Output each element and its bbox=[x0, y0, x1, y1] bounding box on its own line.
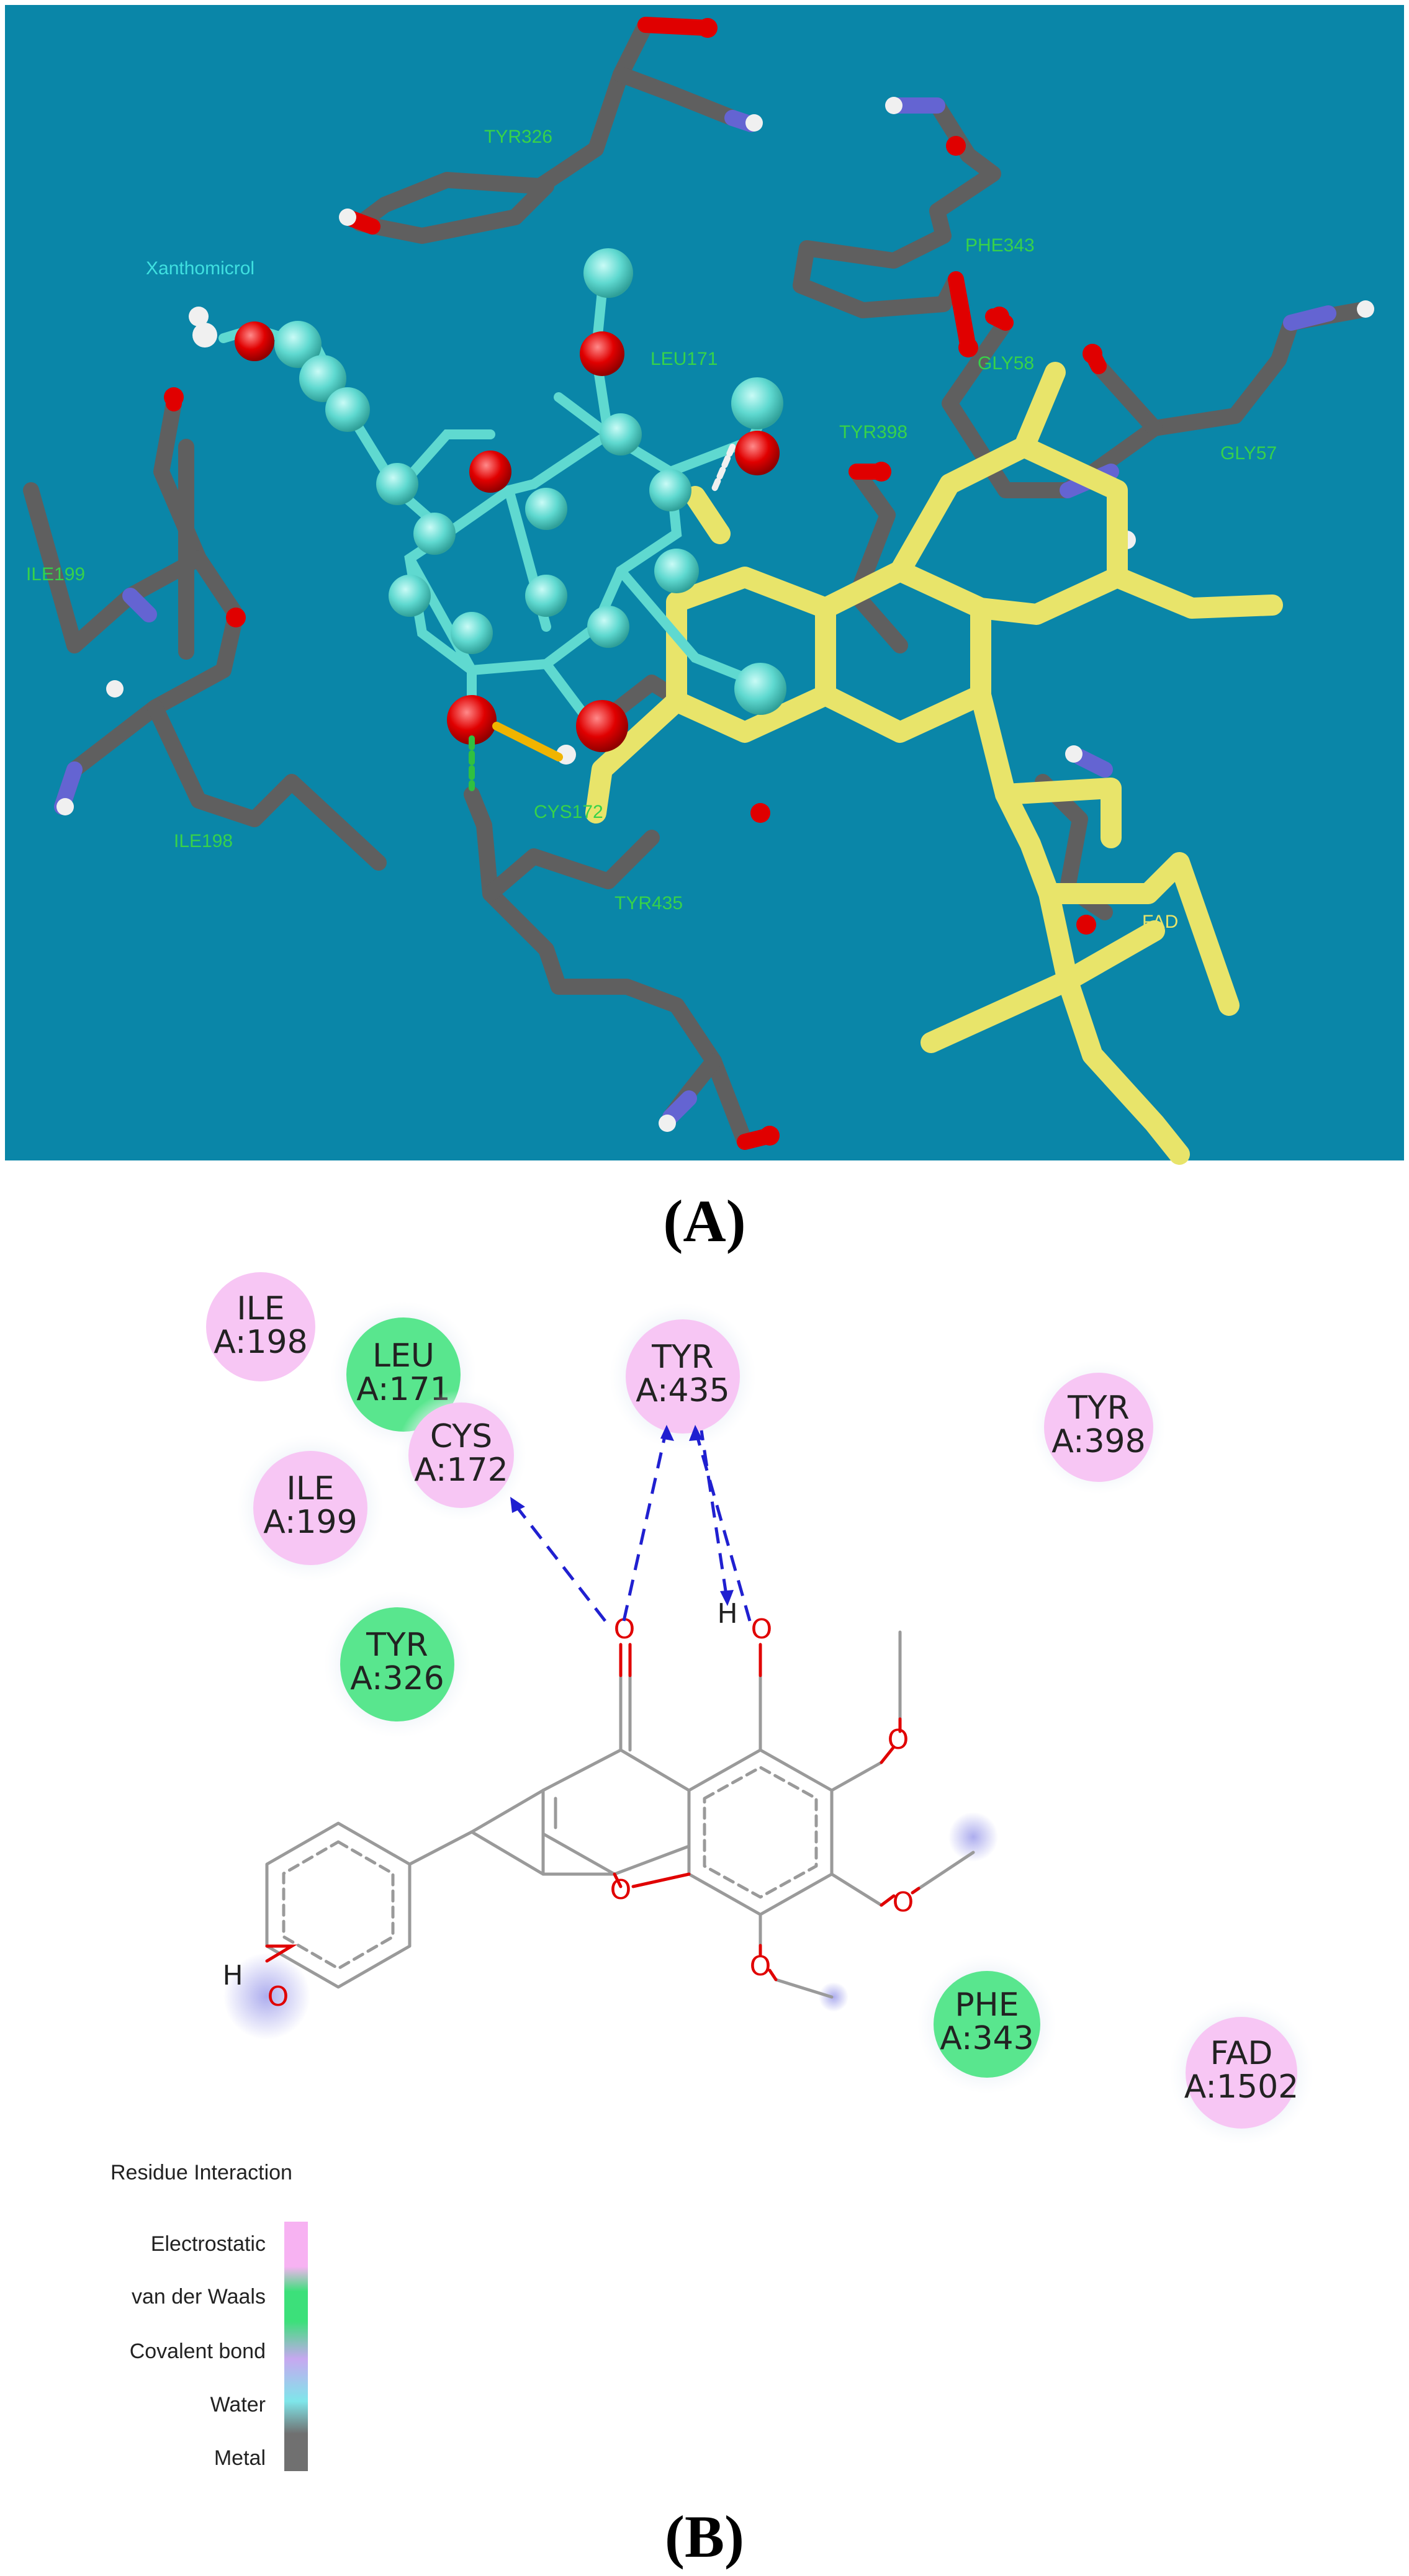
svg-text:TYR: TYR bbox=[651, 1339, 714, 1376]
glow-oh bbox=[223, 1953, 310, 2040]
label-cys172: CYS172 bbox=[534, 802, 603, 822]
label-phe343: PHE343 bbox=[965, 235, 1035, 256]
hbond-arrowheads-2d bbox=[510, 1425, 734, 1606]
oxygen-bonds-2d bbox=[265, 1643, 921, 1981]
legend-item-water: Water bbox=[210, 2393, 266, 2417]
label-tyr326: TYR326 bbox=[484, 127, 552, 147]
label-xanthomicrol: Xanthomicrol bbox=[146, 258, 254, 279]
label-tyr398: TYR398 bbox=[839, 422, 907, 442]
residue-phe-343: PHE A:343 bbox=[917, 1955, 1056, 2094]
atom-h-phenol: H bbox=[222, 1960, 243, 1991]
label-ile198: ILE198 bbox=[174, 831, 233, 851]
atom-o-phenol: O bbox=[268, 1981, 289, 2013]
glow-methyl-2 bbox=[819, 1982, 849, 2012]
label-tyr435: TYR435 bbox=[614, 893, 683, 913]
svg-text:A:343: A:343 bbox=[940, 2020, 1033, 2057]
label-leu171: LEU171 bbox=[650, 349, 718, 369]
fad-sticks bbox=[585, 362, 1283, 1165]
svg-text:A:198: A:198 bbox=[214, 1324, 307, 1361]
residue-oxygen-caps bbox=[164, 18, 1102, 1146]
legend-item-covalent: Covalent bond bbox=[130, 2340, 266, 2363]
svg-text:A:398: A:398 bbox=[1051, 1423, 1145, 1460]
legend-title: Residue Interaction bbox=[110, 2161, 292, 2184]
legend-colorbar bbox=[284, 2222, 308, 2471]
label-ile199: ILE199 bbox=[26, 564, 85, 585]
panel-a-3d-view: Xanthomicrol TYR326 PHE343 LEU171 TYR398… bbox=[5, 5, 1404, 1165]
panel-b-caption: (B) bbox=[665, 2503, 744, 2570]
legend: Residue Interaction Electrostatic van de… bbox=[110, 2161, 308, 2471]
atom-o-ring: O bbox=[610, 1874, 632, 1906]
svg-text:A:435: A:435 bbox=[636, 1372, 729, 1409]
residue-labels-3d: Xanthomicrol TYR326 PHE343 LEU171 TYR398… bbox=[26, 127, 1277, 932]
hbond-3d bbox=[469, 444, 736, 791]
residue-ile-199: ILE A:199 bbox=[237, 1435, 384, 1581]
svg-text:A:326: A:326 bbox=[350, 1660, 444, 1697]
residue-tyr-435: TYR A:435 bbox=[610, 1303, 756, 1450]
label-fad: FAD bbox=[1142, 912, 1178, 932]
atom-o-7-methoxy: O bbox=[893, 1887, 914, 1918]
svg-text:A:172: A:172 bbox=[414, 1452, 508, 1489]
residue-ile-198: ILE A:198 bbox=[206, 1272, 315, 1381]
glow-methyl-1 bbox=[948, 1812, 998, 1862]
svg-text:TYR: TYR bbox=[366, 1627, 428, 1664]
legend-item-vdw: van der Waals bbox=[132, 2285, 266, 2309]
residue-cys-172: CYS A:172 bbox=[396, 1390, 526, 1520]
residue-tyr-326: TYR A:326 bbox=[324, 1591, 470, 1738]
svg-text:CYS: CYS bbox=[430, 1418, 492, 1455]
panel-b-2d-diagram: ILE A:198 LEU A:171 TYR A:435 TYR A:398 … bbox=[110, 1272, 1313, 2471]
svg-text:A:199: A:199 bbox=[263, 1504, 357, 1541]
svg-text:ILE: ILE bbox=[286, 1470, 334, 1507]
svg-text:ILE: ILE bbox=[236, 1290, 284, 1327]
ligand-skeleton-2d bbox=[265, 1630, 975, 1999]
legend-item-metal: Metal bbox=[214, 2446, 266, 2470]
legend-item-electrostatic: Electrostatic bbox=[151, 2232, 266, 2256]
svg-text:TYR: TYR bbox=[1067, 1389, 1130, 1427]
atom-o-6-methoxy: O bbox=[888, 1724, 909, 1756]
residue-tyr-398: TYR A:398 bbox=[1032, 1360, 1166, 1494]
label-gly57: GLY57 bbox=[1220, 443, 1277, 464]
svg-text:PHE: PHE bbox=[955, 1986, 1019, 2024]
svg-text:LEU: LEU bbox=[372, 1337, 434, 1375]
atom-o-8-methoxy: O bbox=[750, 1950, 772, 1982]
label-gly58: GLY58 bbox=[978, 353, 1034, 374]
ligand-atoms bbox=[192, 248, 786, 752]
svg-text:A:1502: A:1502 bbox=[1184, 2068, 1299, 2106]
hbond-arrows-2d bbox=[514, 1430, 752, 1622]
svg-text:FAD: FAD bbox=[1210, 2035, 1273, 2072]
residue-fad-1502: FAD A:1502 bbox=[1169, 2001, 1313, 2145]
panel-a-caption: (A) bbox=[663, 1188, 745, 1254]
atom-o-5-hydroxyl: O bbox=[751, 1613, 773, 1645]
residue-hydrogens bbox=[56, 97, 1374, 1132]
